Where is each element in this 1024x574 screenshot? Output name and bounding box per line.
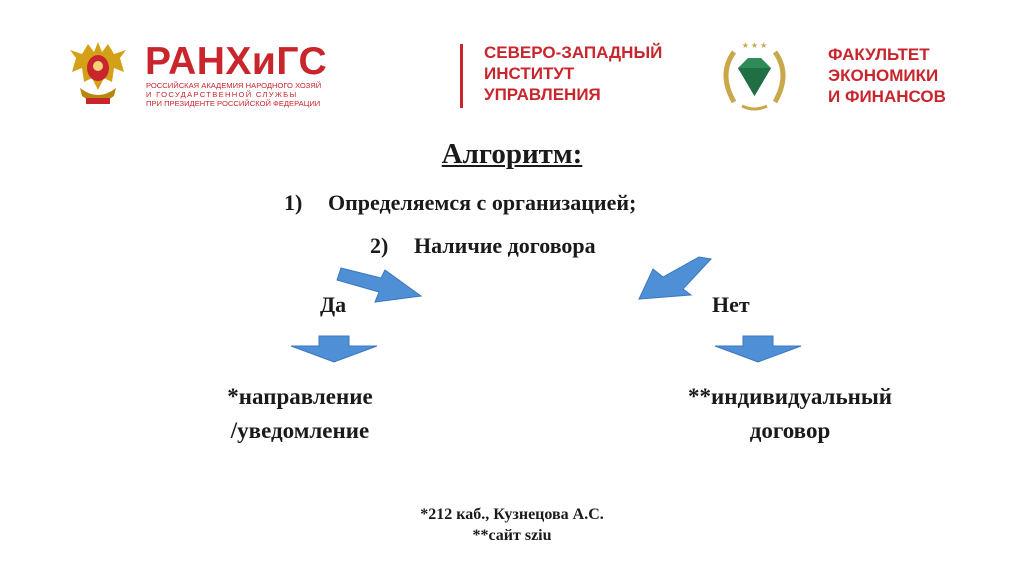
step-number: 1) bbox=[284, 190, 303, 215]
faculty-line: ЭКОНОМИКИ bbox=[828, 66, 939, 85]
ranepa-subtitle-line: Российская академия народного хозяйства bbox=[146, 81, 321, 90]
institute-name: СЕВЕРО-ЗАПАДНЫЙ ИНСТИТУТ УПРАВЛЕНИЯ bbox=[484, 42, 662, 105]
institute-line: СЕВЕРО-ЗАПАДНЫЙ bbox=[484, 43, 663, 62]
step-text: Определяемся с организацией; bbox=[328, 190, 637, 215]
no-result-line: договор bbox=[749, 418, 831, 443]
ranepa-emblem-icon bbox=[70, 42, 126, 104]
ranepa-logo-subtitle: Российская академия народного хозяйства … bbox=[146, 81, 321, 108]
footnotes: *212 каб., Кузнецова А.С. **сайт sziu bbox=[0, 504, 1024, 546]
down-arrow-left-icon bbox=[290, 335, 378, 363]
step-text: Наличие договора bbox=[414, 233, 596, 258]
faculty-line: ФАКУЛЬТЕТ bbox=[828, 45, 930, 64]
yes-label: Да bbox=[320, 292, 347, 317]
ranepa-subtitle-line: и государственной службы bbox=[146, 90, 298, 99]
yes-result-line: *направление bbox=[227, 384, 373, 409]
ranepa-logo-name: РАНХиГС bbox=[145, 40, 328, 83]
step-item: 1) Определяемся с организацией; bbox=[284, 190, 636, 216]
slide-title: Алгоритм: bbox=[441, 138, 583, 170]
no-result: **индивидуальный договор bbox=[610, 380, 970, 448]
faculty-line: И ФИНАНСОВ bbox=[828, 87, 946, 106]
header-divider bbox=[460, 44, 463, 108]
yes-result-line: /уведомление bbox=[230, 418, 370, 443]
institute-line: ИНСТИТУТ bbox=[484, 64, 575, 83]
arrow-to-yes-icon bbox=[336, 267, 423, 303]
faculty-name: ФАКУЛЬТЕТ ЭКОНОМИКИ И ФИНАНСОВ bbox=[828, 44, 946, 107]
yes-result: *направление /уведомление bbox=[190, 380, 410, 448]
no-label: Нет bbox=[712, 292, 750, 317]
footnote-line: **сайт sziu bbox=[472, 527, 552, 544]
institute-line: УПРАВЛЕНИЯ bbox=[484, 85, 601, 104]
step-item: 2) Наличие договора bbox=[370, 233, 596, 259]
no-result-line: **индивидуальный bbox=[687, 384, 893, 409]
header: РАНХиГС Российская академия народного хо… bbox=[0, 0, 1024, 125]
footnote-line: *212 каб., Кузнецова А.С. bbox=[420, 506, 604, 523]
faculty-emblem-icon: ★ ★ ★ bbox=[723, 41, 786, 111]
arrow-to-no-icon bbox=[638, 256, 713, 300]
svg-text:★ ★ ★: ★ ★ ★ bbox=[742, 41, 768, 50]
ranepa-subtitle-line: при президенте российской федерации bbox=[146, 99, 321, 108]
step-number: 2) bbox=[370, 233, 389, 258]
down-arrow-right-icon bbox=[714, 335, 802, 363]
